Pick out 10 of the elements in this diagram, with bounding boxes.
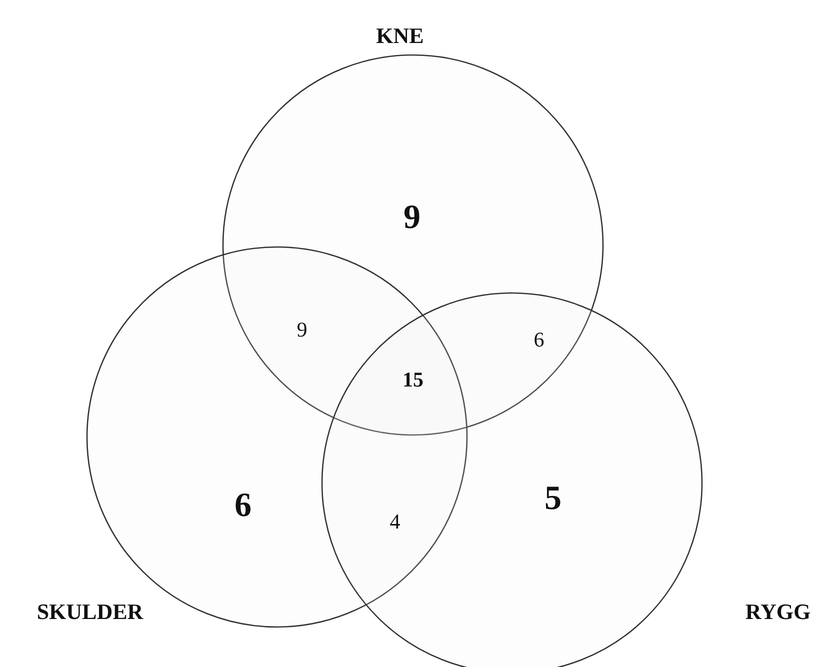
overlap-count: 9 [296,318,308,342]
set-heading: SKULDER [36,599,144,625]
overlap-count: 4 [390,510,400,534]
set-heading: KNE [376,23,424,49]
set-count: 5 [544,480,562,518]
set-count: 6 [234,487,252,525]
set-count: 9 [404,199,420,237]
set-heading: RYGG [745,599,811,625]
overlap-count: 15 [402,368,424,392]
overlap-count: 6 [534,328,544,352]
